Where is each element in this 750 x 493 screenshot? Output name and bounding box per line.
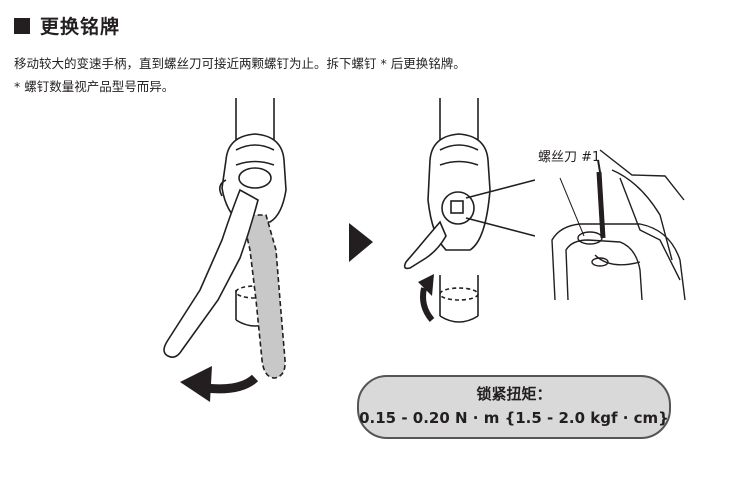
shifter-figure-left [163,98,287,379]
instruction-text: 移动较大的变速手柄，直到螺丝刀可接近两颗螺钉为止。拆下螺钉 * 后更换铭牌。 [14,56,466,71]
section-heading: 更换铭牌 [14,12,120,39]
note-text: * 螺钉数量视产品型号而异。 [14,79,175,94]
torque-value: 0.15 - 0.20 N · m {1.5 - 2.0 kgf · cm} [359,409,669,427]
section-title: 更换铭牌 [40,16,121,38]
next-step-arrow-icon [349,223,373,262]
screwdriver-label: 螺丝刀 #1 [538,150,601,165]
torque-title: 锁紧扭矩： [476,385,552,403]
shifter-figure-right [403,98,536,323]
move-arrow-icon [180,366,259,402]
torque-box: 锁紧扭矩： 0.15 - 0.20 N · m {1.5 - 2.0 kgf ·… [357,375,671,439]
detail-inset [535,140,686,301]
return-arrow-icon [418,274,435,322]
square-bullet-icon [14,17,30,34]
